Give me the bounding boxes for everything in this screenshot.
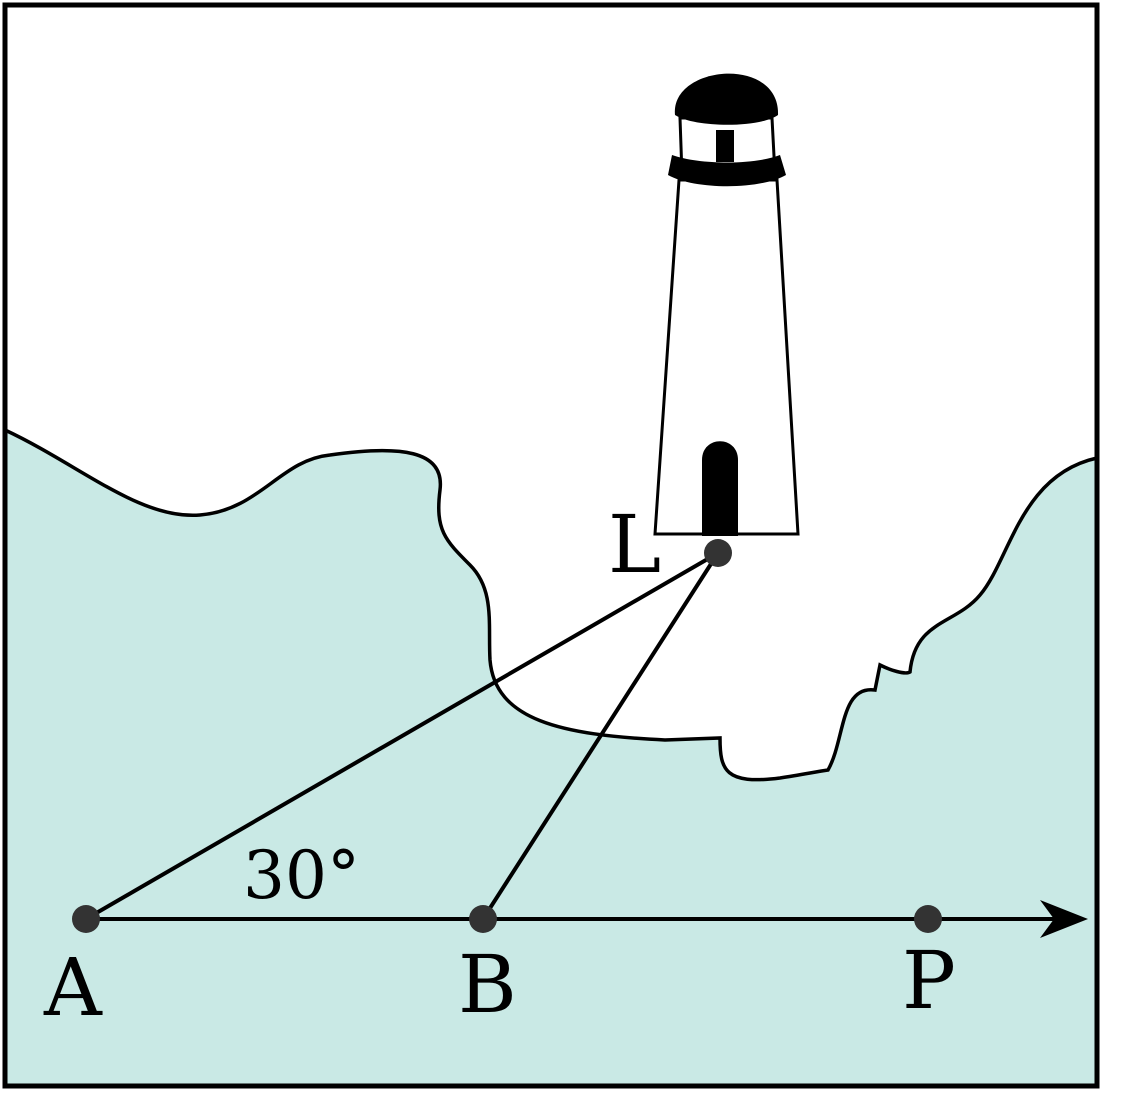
lighthouse-dome <box>674 73 779 125</box>
lighthouse-window <box>716 130 734 162</box>
angle-label: 30° <box>243 837 360 914</box>
label-l: L <box>608 498 661 591</box>
line-a-to-l <box>84 551 720 921</box>
lighthouse-door <box>702 441 738 536</box>
coastline <box>4 428 1098 782</box>
arrow-head-icon <box>1040 900 1088 938</box>
sea-region <box>5 430 1097 1086</box>
point-a <box>72 905 100 933</box>
point-p <box>914 905 942 933</box>
point-b <box>469 905 497 933</box>
lighthouse-gallery <box>668 155 786 187</box>
lighthouse-tower <box>653 178 800 536</box>
point-l <box>704 539 732 567</box>
frame-border <box>2 2 1100 1089</box>
label-a: A <box>43 941 103 1034</box>
lighthouse-icon <box>653 73 800 536</box>
label-b: B <box>458 938 517 1031</box>
label-p: P <box>902 934 956 1027</box>
line-b-to-l <box>481 551 720 921</box>
